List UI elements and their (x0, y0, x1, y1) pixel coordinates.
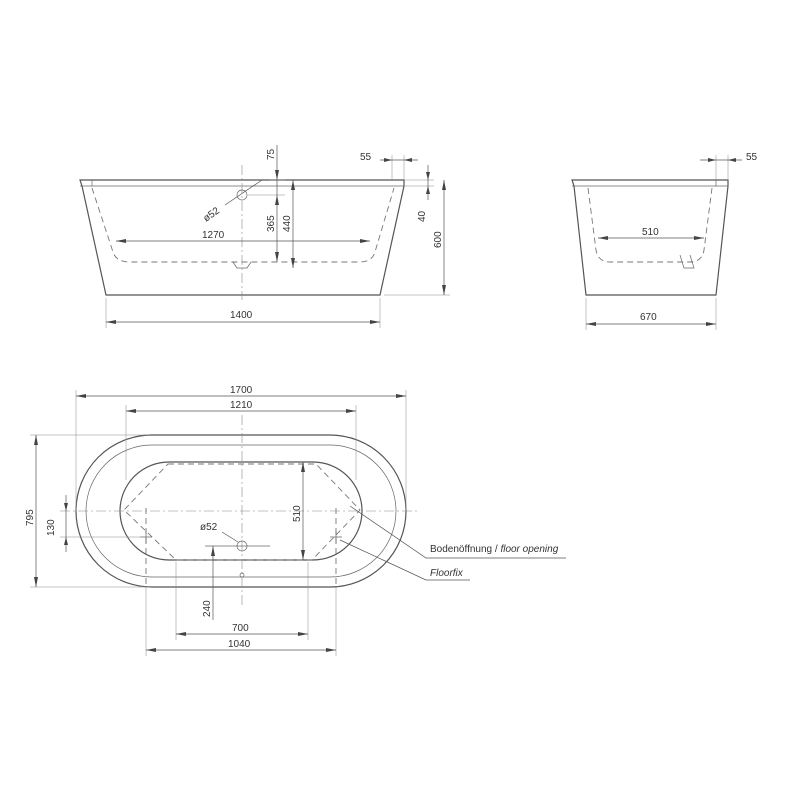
top-view-label-795: 795 (25, 509, 36, 526)
top-view-arrow-795-b (34, 577, 38, 587)
top-view-label-700: 700 (232, 623, 249, 634)
top-view-label-1700: 1700 (230, 385, 253, 396)
top-view-label-floorfix: Floorfix (430, 568, 464, 579)
side-view-arrow-1270-r (360, 239, 370, 243)
side-view-label-40: 40 (417, 210, 428, 222)
side-view-label-1270: 1270 (202, 230, 225, 241)
top-view-floorfix-left (140, 531, 152, 543)
side-view-arrow-1400-r (370, 320, 380, 324)
top-view-label-1040: 1040 (228, 639, 251, 650)
top-view-arrow-240-t (211, 546, 215, 556)
top-view-arrow-510-b (301, 550, 305, 560)
side-view-arrow-600-t (442, 180, 446, 190)
side-view-arrow-1270-l (116, 239, 126, 243)
top-view-arrow-1040-l (146, 648, 156, 652)
floor-opening-de: Bodenöffnung / (430, 544, 500, 555)
side-view-arrow-40-t (426, 172, 430, 180)
top-view-label-floor-opening: Bodenöffnung / floor opening (430, 544, 559, 555)
side-view: ø52 1400 1270 365 440 75 (79, 145, 450, 328)
side-view-label-1400: 1400 (230, 310, 253, 321)
top-view-label-510: 510 (292, 505, 303, 522)
side-view-arrow-440-t (291, 180, 295, 190)
end-view-label-55: 55 (746, 152, 758, 163)
side-view-arrow-440-b (291, 258, 295, 268)
side-view-label-365: 365 (266, 215, 277, 232)
end-view-arrow-55-r (728, 158, 736, 162)
top-view-arrow-1700-l (76, 394, 86, 398)
end-view-arrow-670-l (586, 322, 596, 326)
side-view-arrow-55-l (384, 158, 392, 162)
side-view-arrow-55-r (404, 158, 412, 162)
top-view-floorfix-right (330, 531, 342, 543)
top-view-arrow-130-b (64, 537, 68, 545)
top-view-arrow-1210-r (346, 409, 356, 413)
top-view-arrow-1040-r (326, 648, 336, 652)
side-view-label-55: 55 (360, 152, 372, 163)
top-view-arrow-1210-l (126, 409, 136, 413)
top-view-label-240: 240 (202, 600, 213, 617)
top-view-arrow-510-t (301, 462, 305, 472)
top-view-arrow-700-r (298, 632, 308, 636)
side-view-label-600: 600 (433, 231, 444, 248)
end-view-arrow-510-r (694, 236, 704, 240)
end-view-arrow-55-l (708, 158, 716, 162)
top-view-leader-floorfix (339, 539, 470, 581)
side-view-arrow-75 (275, 170, 279, 180)
top-view-overflow-mark (239, 572, 245, 578)
side-view-arrow-600-b (442, 285, 446, 295)
top-view-label-1210: 1210 (230, 400, 253, 411)
end-view-label-510: 510 (642, 227, 659, 238)
side-view-basin-dashed (91, 187, 395, 263)
top-view-arrow-1700-r (396, 394, 406, 398)
top-view-drain-dia-label: ø52 (200, 522, 218, 533)
side-view-arrow-365-b (275, 252, 279, 262)
end-view: 510 670 55 (571, 152, 758, 330)
end-view-arrow-510-l (598, 236, 608, 240)
top-view-floorfix-dashed (145, 508, 337, 587)
top-view-label-130: 130 (46, 519, 57, 536)
end-view-arrow-670-r (706, 322, 716, 326)
top-view-arrow-130-t (64, 503, 68, 511)
side-view-arrow-1400-l (106, 320, 116, 324)
floor-opening-en: floor opening (500, 544, 558, 555)
top-view: ø52 1700 1210 795 130 (25, 385, 566, 656)
side-view-label-75: 75 (266, 148, 277, 160)
end-view-drain (679, 254, 695, 269)
side-view-arrow-40-b (426, 186, 430, 194)
side-view-drain-leader (224, 179, 263, 206)
side-view-drain-dia-label: ø52 (201, 205, 222, 224)
end-view-label-670: 670 (640, 312, 657, 323)
side-view-label-440: 440 (282, 215, 293, 232)
side-view-arrow-365-t (275, 195, 279, 205)
top-view-floor-opening (123, 463, 361, 561)
top-view-drain-leader (221, 531, 239, 543)
end-view-basin-dashed (587, 187, 713, 263)
top-view-arrow-700-l (176, 632, 186, 636)
top-view-arrow-795-t (34, 435, 38, 445)
top-view-leader-floor-opening (349, 505, 566, 559)
